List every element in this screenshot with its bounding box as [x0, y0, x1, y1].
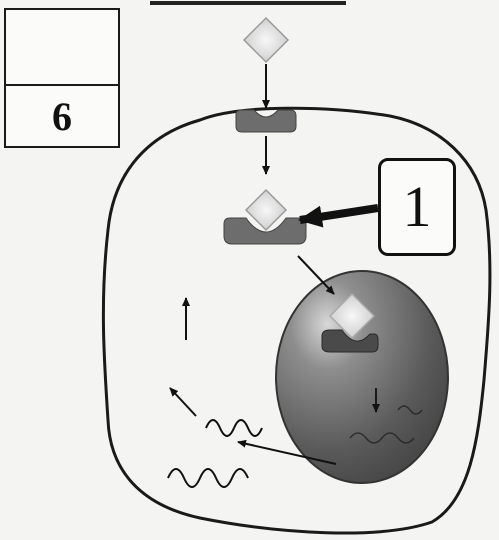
hormone-molecule-icon	[244, 18, 288, 62]
label-pointer-arrow	[300, 208, 378, 220]
receptor-icon	[236, 110, 296, 132]
answer-box: 6	[4, 8, 120, 148]
label-box-1: 1	[378, 158, 456, 256]
mrna-strand-icon	[168, 469, 248, 487]
answer-cell-top	[6, 10, 118, 86]
answer-cell-bottom: 6	[6, 86, 118, 146]
bound-hormone-icon	[246, 190, 286, 230]
nucleus	[276, 271, 448, 483]
mrna-strand-icon-2	[206, 420, 262, 436]
arrow-protein-up	[170, 388, 196, 416]
